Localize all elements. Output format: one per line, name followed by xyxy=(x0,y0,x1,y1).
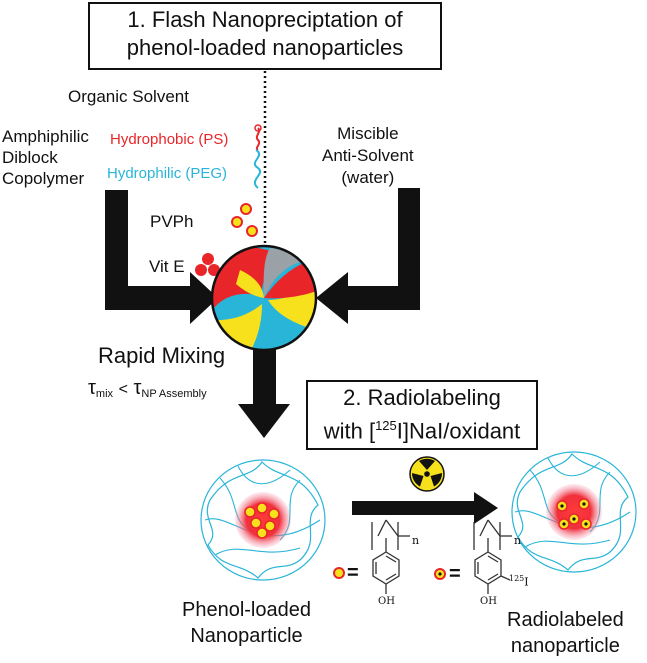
n-subscript-left: n xyxy=(412,534,420,547)
organic-solvent-label: Organic Solvent xyxy=(68,87,189,106)
tau-relation: τmix < τNP Assembly xyxy=(88,377,207,400)
iodine-label: 125I xyxy=(509,574,529,589)
hydrophilic-chain-icon xyxy=(253,149,261,189)
step1-title-line1: 1. Flash Nanopreciptation of xyxy=(127,7,403,32)
copolymer-label: Amphiphilic Diblock Copolymer xyxy=(2,127,89,188)
oh-label-right: OH xyxy=(480,596,497,607)
radiolabel-legend-dot-icon xyxy=(434,568,446,580)
down-arrow xyxy=(238,348,290,438)
equals-right: = xyxy=(449,563,461,585)
left-arrow xyxy=(105,190,218,324)
right-arrow xyxy=(316,188,420,324)
phenol-structure-icon xyxy=(371,519,410,594)
radio-np-label: Radiolabeled nanoparticle xyxy=(507,609,624,657)
vite-label: Vit E xyxy=(149,257,185,276)
step1-title-line2: phenol-loaded nanoparticles xyxy=(126,35,404,60)
mixing-sphere-icon xyxy=(210,244,318,352)
phenol-nanoparticle-icon xyxy=(200,459,326,581)
iodophenol-structure-icon xyxy=(473,519,512,594)
radioactive-icon xyxy=(409,456,445,492)
oh-label-left: OH xyxy=(378,596,395,607)
antisolvent-label: Miscible Anti-Solvent (water) xyxy=(322,124,414,187)
phenol-legend-dot-icon xyxy=(333,567,345,579)
step2-title-line2: with [125I]NaI/oxidant xyxy=(323,418,521,444)
rapid-mixing-label: Rapid Mixing xyxy=(98,343,226,368)
reaction-arrow xyxy=(352,492,498,524)
radiolabeled-nanoparticle-icon xyxy=(511,451,637,573)
step2-title-line1: 2. Radiolabeling xyxy=(343,385,501,410)
equals-left: = xyxy=(347,562,359,584)
phenol-np-label: Phenol-loaded Nanoparticle xyxy=(182,599,311,647)
vite-dots-icon xyxy=(195,253,220,276)
pvph-dots-icon xyxy=(231,203,258,237)
step2-title-box: 2. Radiolabeling with [125I]NaI/oxidant xyxy=(306,380,538,450)
hydrophilic-label: Hydrophilic (PEG) xyxy=(107,165,228,182)
pvph-label: PVPh xyxy=(150,212,194,231)
hydrophobic-label: Hydrophobic (PS) xyxy=(110,131,229,148)
step1-title-box: 1. Flash Nanopreciptation of phenol-load… xyxy=(88,2,442,70)
n-subscript-right: n xyxy=(514,534,522,547)
